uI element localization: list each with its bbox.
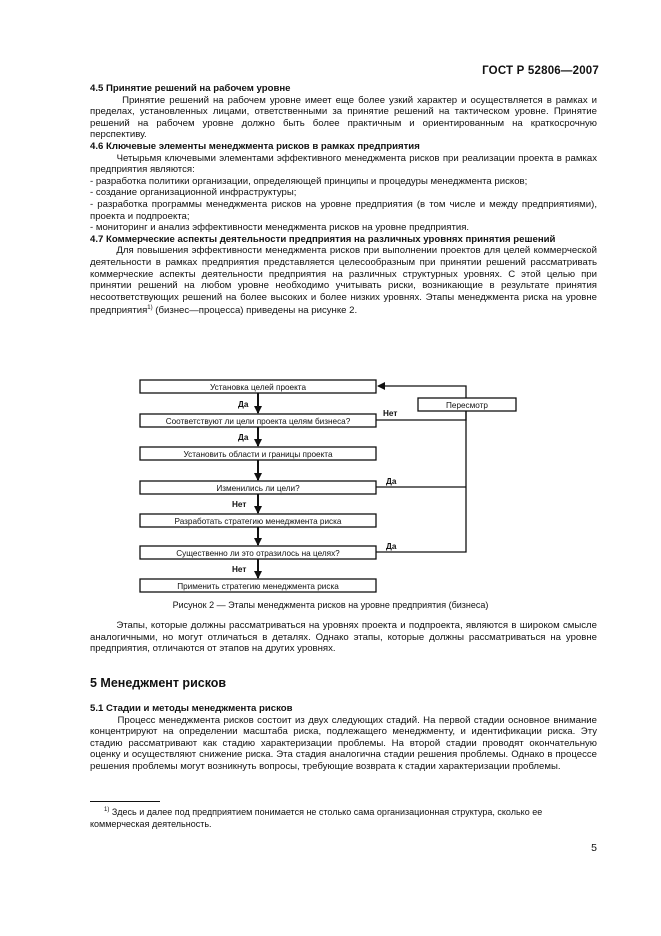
flow-no-label: Нет — [232, 500, 246, 509]
flow-label: Соответствуют ли цели проекта целям бизн… — [166, 417, 351, 426]
list-item: - мониторинг и анализ эффективности мене… — [90, 222, 470, 234]
heading-5-1: 5.1 Стадии и методы менеджмента рисков — [90, 703, 293, 714]
flow-box-review — [417, 397, 517, 412]
flow-box-apply-strategy — [139, 578, 377, 593]
page-number: 5 — [591, 842, 597, 854]
paragraph-4-7-end: (бизнес—процесса) приведены на рисунке 2… — [152, 305, 358, 317]
flowchart-figure: Установка целей проекта Соответствуют ли… — [0, 376, 661, 598]
heading-4-6: 4.6 Ключевые элементы менеджмента рисков… — [90, 140, 420, 152]
text-block-after-figure: Этапы, которые должны рассматриваться на… — [90, 620, 597, 655]
figure-caption: Рисунок 2 — Этапы менеджмента рисков на … — [172, 600, 489, 610]
flow-yes-label: Да — [238, 400, 249, 409]
heading-4-7: 4.7 Коммерческие аспекты деятельности пр… — [90, 233, 556, 245]
paragraph-4-6-intro: Четырьмя ключевыми элементами эффективно… — [90, 152, 600, 176]
heading-5: 5 Менеджмент рисков — [90, 676, 227, 690]
flow-label: Применить стратегию менеджмента риска — [177, 582, 339, 591]
footnote-text: Здесь и далее под предприятием понимаетс… — [90, 807, 543, 829]
paragraph-4-5: Принятие решений на рабочем уровне имеет… — [90, 94, 600, 141]
flow-label: Разработать стратегию менеджмента риска — [175, 517, 342, 526]
text-block-5-1: 5.1 Стадии и методы менеджмента рисков П… — [90, 703, 597, 773]
footnote-ref: 1) — [147, 305, 153, 312]
paragraph-4-7-text: Для повышения эффективности менеджмента … — [90, 245, 600, 317]
flow-label-review: Пересмотр — [446, 401, 488, 410]
flow-yes-label: Да — [386, 542, 397, 551]
footnote-divider — [90, 801, 160, 802]
flow-label: Установить области и границы проекта — [183, 450, 332, 459]
flow-label: Изменились ли цели? — [216, 484, 300, 493]
flow-label: Установка целей проекта — [210, 383, 306, 392]
paragraph-5-1: Процесс менеджмента рисков состоит из дв… — [90, 714, 600, 772]
footnote-mark: 1) — [104, 807, 110, 813]
flow-yes-label: Да — [238, 433, 249, 442]
flow-yes-label: Да — [386, 477, 397, 486]
paragraph-4-7: Для повышения эффективности менеджмента … — [90, 245, 597, 317]
list-item: - разработка политики организации, опред… — [90, 175, 528, 187]
heading-4-5: 4.5 Принятие решений на рабочем уровне — [90, 83, 291, 94]
paragraph-after-figure: Этапы, которые должны рассматриваться на… — [90, 620, 600, 655]
flowchart-svg: Установка целей проекта Соответствуют ли… — [139, 379, 517, 593]
flow-no-label: Нет — [383, 409, 397, 418]
list-item: - разработка программы менеджмента риско… — [90, 198, 600, 222]
text-block-top: 4.5 Принятие решений на рабочем уровне П… — [90, 83, 597, 317]
flow-no-label: Нет — [232, 565, 246, 574]
footnote: 1) Здесь и далее под предприятием понима… — [90, 805, 597, 830]
flow-label: Существенно ли это отразилось на целях? — [176, 549, 340, 558]
list-item: - создание организационной инфраструктур… — [90, 187, 297, 199]
standard-number: ГОСТ Р 52806—2007 — [482, 65, 599, 77]
